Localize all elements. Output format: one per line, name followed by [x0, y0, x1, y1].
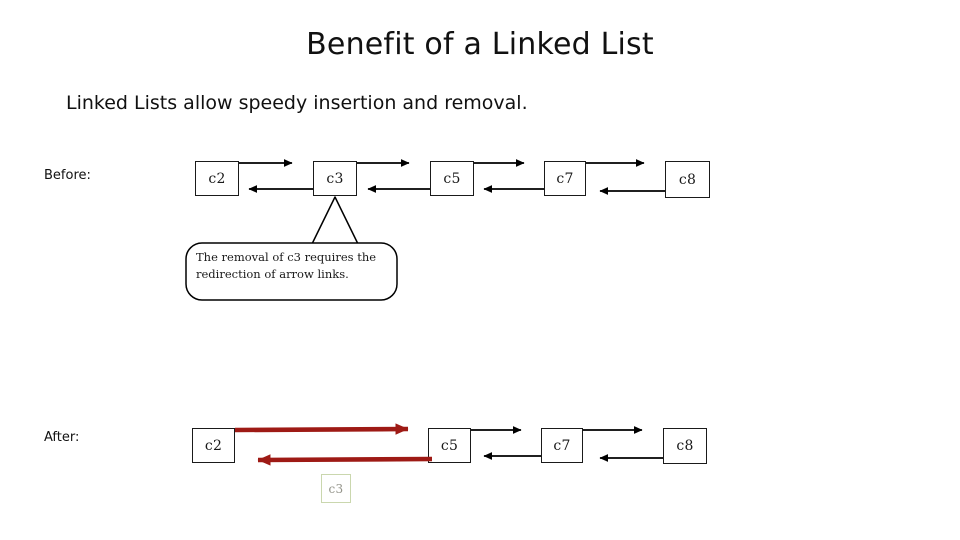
node-label: c8 [678, 171, 697, 188]
node-before-c5: c5 [430, 161, 474, 196]
node-before-c8: c8 [665, 161, 710, 198]
node-after-c2: c2 [192, 428, 235, 463]
callout-line-1: The removal of c3 requires the [196, 250, 377, 264]
node-label: c7 [556, 170, 574, 187]
callout-line-2: redirection of arrow links. [196, 267, 349, 281]
callout-pointer-join [313, 244, 358, 248]
node-label: c2 [204, 437, 223, 454]
node-before-c2: c2 [195, 161, 239, 196]
label-before: Before: [44, 168, 91, 183]
slide-body-text: Linked Lists allow speedy insertion and … [66, 92, 528, 114]
node-label: c7 [553, 437, 571, 454]
node-before-c7: c7 [544, 161, 586, 196]
node-label: c8 [676, 438, 694, 454]
node-after-c8: c8 [663, 428, 707, 464]
callout-text: The removal of c3 requires the redirecti… [196, 249, 392, 283]
after-red-arrows [234, 423, 433, 466]
node-label: c2 [208, 170, 226, 187]
node-after-c3-removed: c3 [321, 474, 351, 503]
node-label: c5 [443, 170, 461, 187]
node-label: c5 [440, 437, 459, 454]
node-before-c3: c3 [313, 161, 357, 196]
arrow-red-c2-to-c5 [234, 423, 409, 435]
node-after-c7: c7 [541, 428, 583, 463]
page-title: Benefit of a Linked List [306, 27, 654, 62]
node-after-c5: c5 [428, 428, 471, 463]
node-label: c3 [328, 481, 344, 496]
node-label: c3 [326, 170, 344, 187]
arrow-red-c5-to-c2 [257, 454, 433, 466]
label-after: After: [44, 430, 80, 445]
callout-pointer [310, 196, 360, 247]
